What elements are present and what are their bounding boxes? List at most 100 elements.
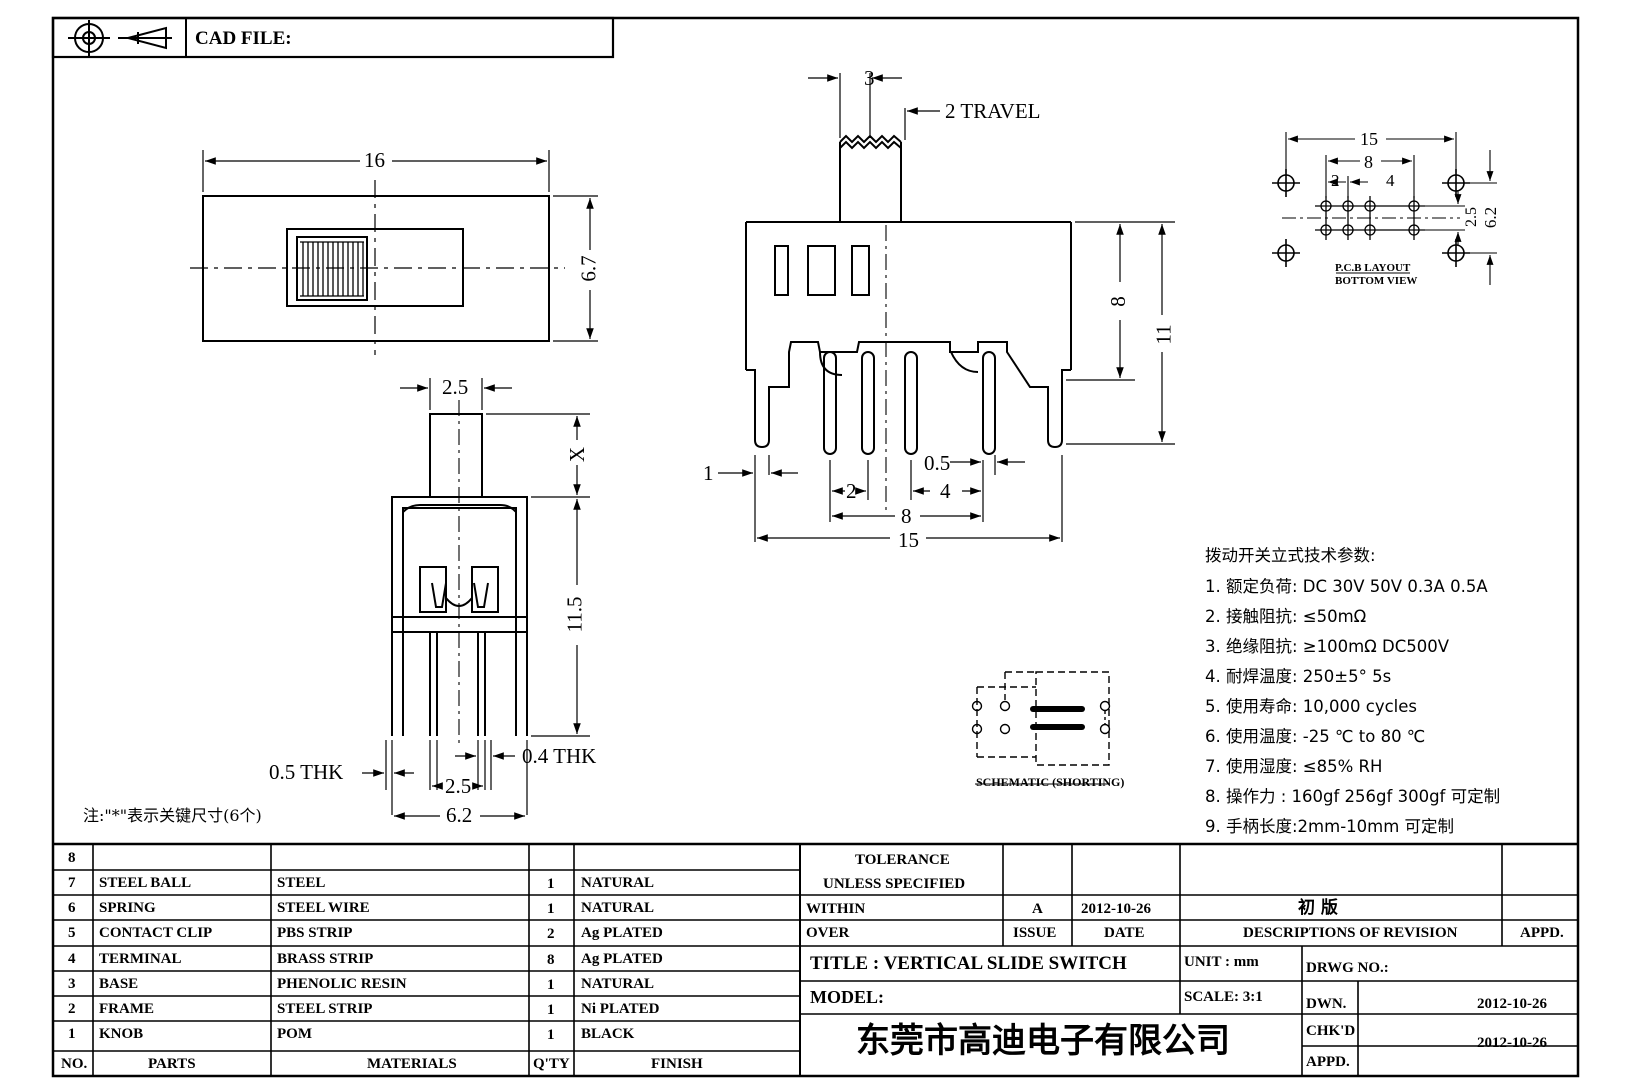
- bom-qty: 2: [547, 926, 555, 942]
- bom-material: BRASS STRIP: [277, 951, 374, 967]
- within-label: WITHIN: [806, 901, 866, 917]
- drawing-number-label: DRWG NO.:: [1306, 960, 1389, 976]
- spec-item: 6. 使用温度: -25 ℃ to 80 ℃: [1205, 727, 1426, 746]
- dim-front-2-travel: 2 TRAVEL: [945, 99, 1041, 123]
- date-value: 2012-10-26: [1081, 901, 1151, 917]
- dim-front-0-5: 0.5: [924, 451, 951, 475]
- bom-part: KNOB: [99, 1026, 144, 1042]
- bom-material: STEEL STRIP: [277, 1001, 373, 1017]
- bom-material: PHENOLIC RESIN: [277, 976, 407, 992]
- dim-side-x: X: [565, 446, 590, 463]
- checked-date: 2012-10-26: [1477, 1035, 1547, 1051]
- revision-description: 初 版: [1298, 898, 1338, 918]
- cad-file-label: CAD FILE:: [195, 28, 292, 49]
- tolerance-label: TOLERANCE: [855, 852, 950, 868]
- bom-part: CONTACT CLIP: [99, 925, 213, 941]
- approved-label: APPD.: [1306, 1054, 1350, 1070]
- dim-front-15: 15: [898, 528, 919, 552]
- dim-side-6-2: 6.2: [446, 803, 473, 827]
- bom-finish: Ag PLATED: [581, 925, 663, 941]
- bom-header-qty: Q'TY: [533, 1056, 570, 1072]
- bom-header-materials: MATERIALS: [367, 1056, 457, 1072]
- bom-material: POM: [277, 1026, 312, 1042]
- bom-no: 3: [68, 976, 76, 992]
- dim-front-3: 3: [864, 66, 875, 90]
- top-view: [190, 150, 598, 355]
- dim-side-0-5-thk: 0.5 THK: [269, 760, 344, 784]
- spec-item: 2. 接触阻抗: ≤50mΩ: [1205, 607, 1367, 626]
- spec-item: 8. 操作力 : 160gf 256gf 300gf 可定制: [1205, 787, 1501, 806]
- company-name: 东莞市高迪电子有限公司: [856, 1021, 1230, 1061]
- spec-item: 9. 手柄长度:2mm-10mm 可定制: [1205, 817, 1455, 836]
- key-dimension-note: 注:"*"表示关键尺寸(6个): [83, 806, 262, 825]
- dim-side-2-5-bottom: 2.5: [445, 774, 472, 798]
- unit-label: UNIT : mm: [1184, 954, 1259, 970]
- spec-item: 5. 使用寿命: 10,000 cycles: [1205, 697, 1418, 716]
- dim-pcb-4: 4: [1386, 171, 1395, 190]
- title-block-grid: [53, 842, 1578, 1076]
- bom-material: STEEL: [277, 875, 326, 891]
- spec-item: 1. 额定负荷: DC 30V 50V 0.3A 0.5A: [1205, 577, 1488, 596]
- schematic: [971, 671, 1111, 785]
- bom-part: STEEL BALL: [99, 875, 192, 891]
- dim-pcb-6-2: 6.2: [1481, 206, 1501, 229]
- bom-finish: NATURAL: [581, 875, 655, 891]
- date-label: DATE: [1104, 925, 1145, 941]
- schematic-label: SCHEMATIC (SHORTING): [976, 775, 1125, 789]
- bom-qty: 1: [547, 1027, 555, 1043]
- dim-front-8-h: 8: [901, 504, 912, 528]
- bom-no: 4: [68, 951, 76, 967]
- spec-title: 拨动开关立式技术参数:: [1205, 546, 1376, 565]
- cad-header: [51, 16, 615, 59]
- bom-part: SPRING: [99, 900, 156, 916]
- bom-header-parts: PARTS: [148, 1056, 196, 1072]
- bom-finish: NATURAL: [581, 976, 655, 992]
- bom-finish: BLACK: [581, 1026, 635, 1042]
- dim-front-1: 1: [703, 461, 714, 485]
- drawing-title: TITLE : VERTICAL SLIDE SWITCH: [810, 953, 1127, 974]
- dim-side-0-4-thk: 0.4 THK: [522, 744, 597, 768]
- dim-pcb-15: 15: [1360, 129, 1378, 149]
- drawn-date: 2012-10-26: [1477, 996, 1547, 1012]
- bom-no: 8: [68, 850, 76, 866]
- bom-no: 6: [68, 900, 76, 916]
- pcb-layout: [1272, 132, 1497, 285]
- dim-front-11: 11: [1151, 324, 1176, 345]
- bom-finish: Ni PLATED: [581, 1001, 660, 1017]
- spec-item: 7. 使用湿度: ≤85% RH: [1205, 757, 1383, 776]
- bom-part: TERMINAL: [99, 951, 182, 967]
- bom-finish: NATURAL: [581, 900, 655, 916]
- bom-header-finish: FINISH: [651, 1056, 703, 1072]
- bom-no: 5: [68, 925, 76, 941]
- bom-no: 7: [68, 875, 76, 891]
- bom-part: FRAME: [99, 1001, 154, 1017]
- issue-value: A: [1032, 901, 1043, 917]
- dim-top-6-7: 6.7: [576, 255, 601, 282]
- dim-side-11-5: 11.5: [562, 596, 587, 633]
- bom-header-no: NO.: [61, 1056, 88, 1072]
- dim-pcb-2-5: 2.5: [1463, 207, 1480, 227]
- pcb-label-line2: BOTTOM VIEW: [1335, 275, 1418, 287]
- checked-label: CHK'D: [1306, 1023, 1356, 1039]
- bom-finish: Ag PLATED: [581, 951, 663, 967]
- dim-pcb-2: 2: [1331, 171, 1340, 190]
- side-view: [362, 378, 590, 820]
- dim-side-2-5-top: 2.5: [442, 375, 469, 399]
- mount-hole-icon: [1272, 169, 1470, 267]
- front-view: [718, 73, 1175, 542]
- bom-part: BASE: [99, 976, 139, 992]
- spec-item: 3. 绝缘阻抗: ≥100mΩ DC500V: [1205, 637, 1450, 656]
- unless-specified-label: UNLESS SPECIFIED: [823, 876, 966, 892]
- appd-label: APPD.: [1520, 925, 1564, 941]
- bom-qty: 1: [547, 876, 555, 892]
- bom-qty: 1: [547, 901, 555, 917]
- bom-material: PBS STRIP: [277, 925, 353, 941]
- dim-pcb-8: 8: [1364, 152, 1373, 172]
- bom-qty: 8: [547, 952, 555, 968]
- bom-material: STEEL WIRE: [277, 900, 370, 916]
- descriptions-label: DESCRIPTIONS OF REVISION: [1243, 925, 1458, 941]
- pcb-label-line1: P.C.B LAYOUT: [1335, 262, 1411, 274]
- model-label: MODEL:: [810, 987, 884, 1007]
- dim-front-2: 2: [846, 479, 857, 503]
